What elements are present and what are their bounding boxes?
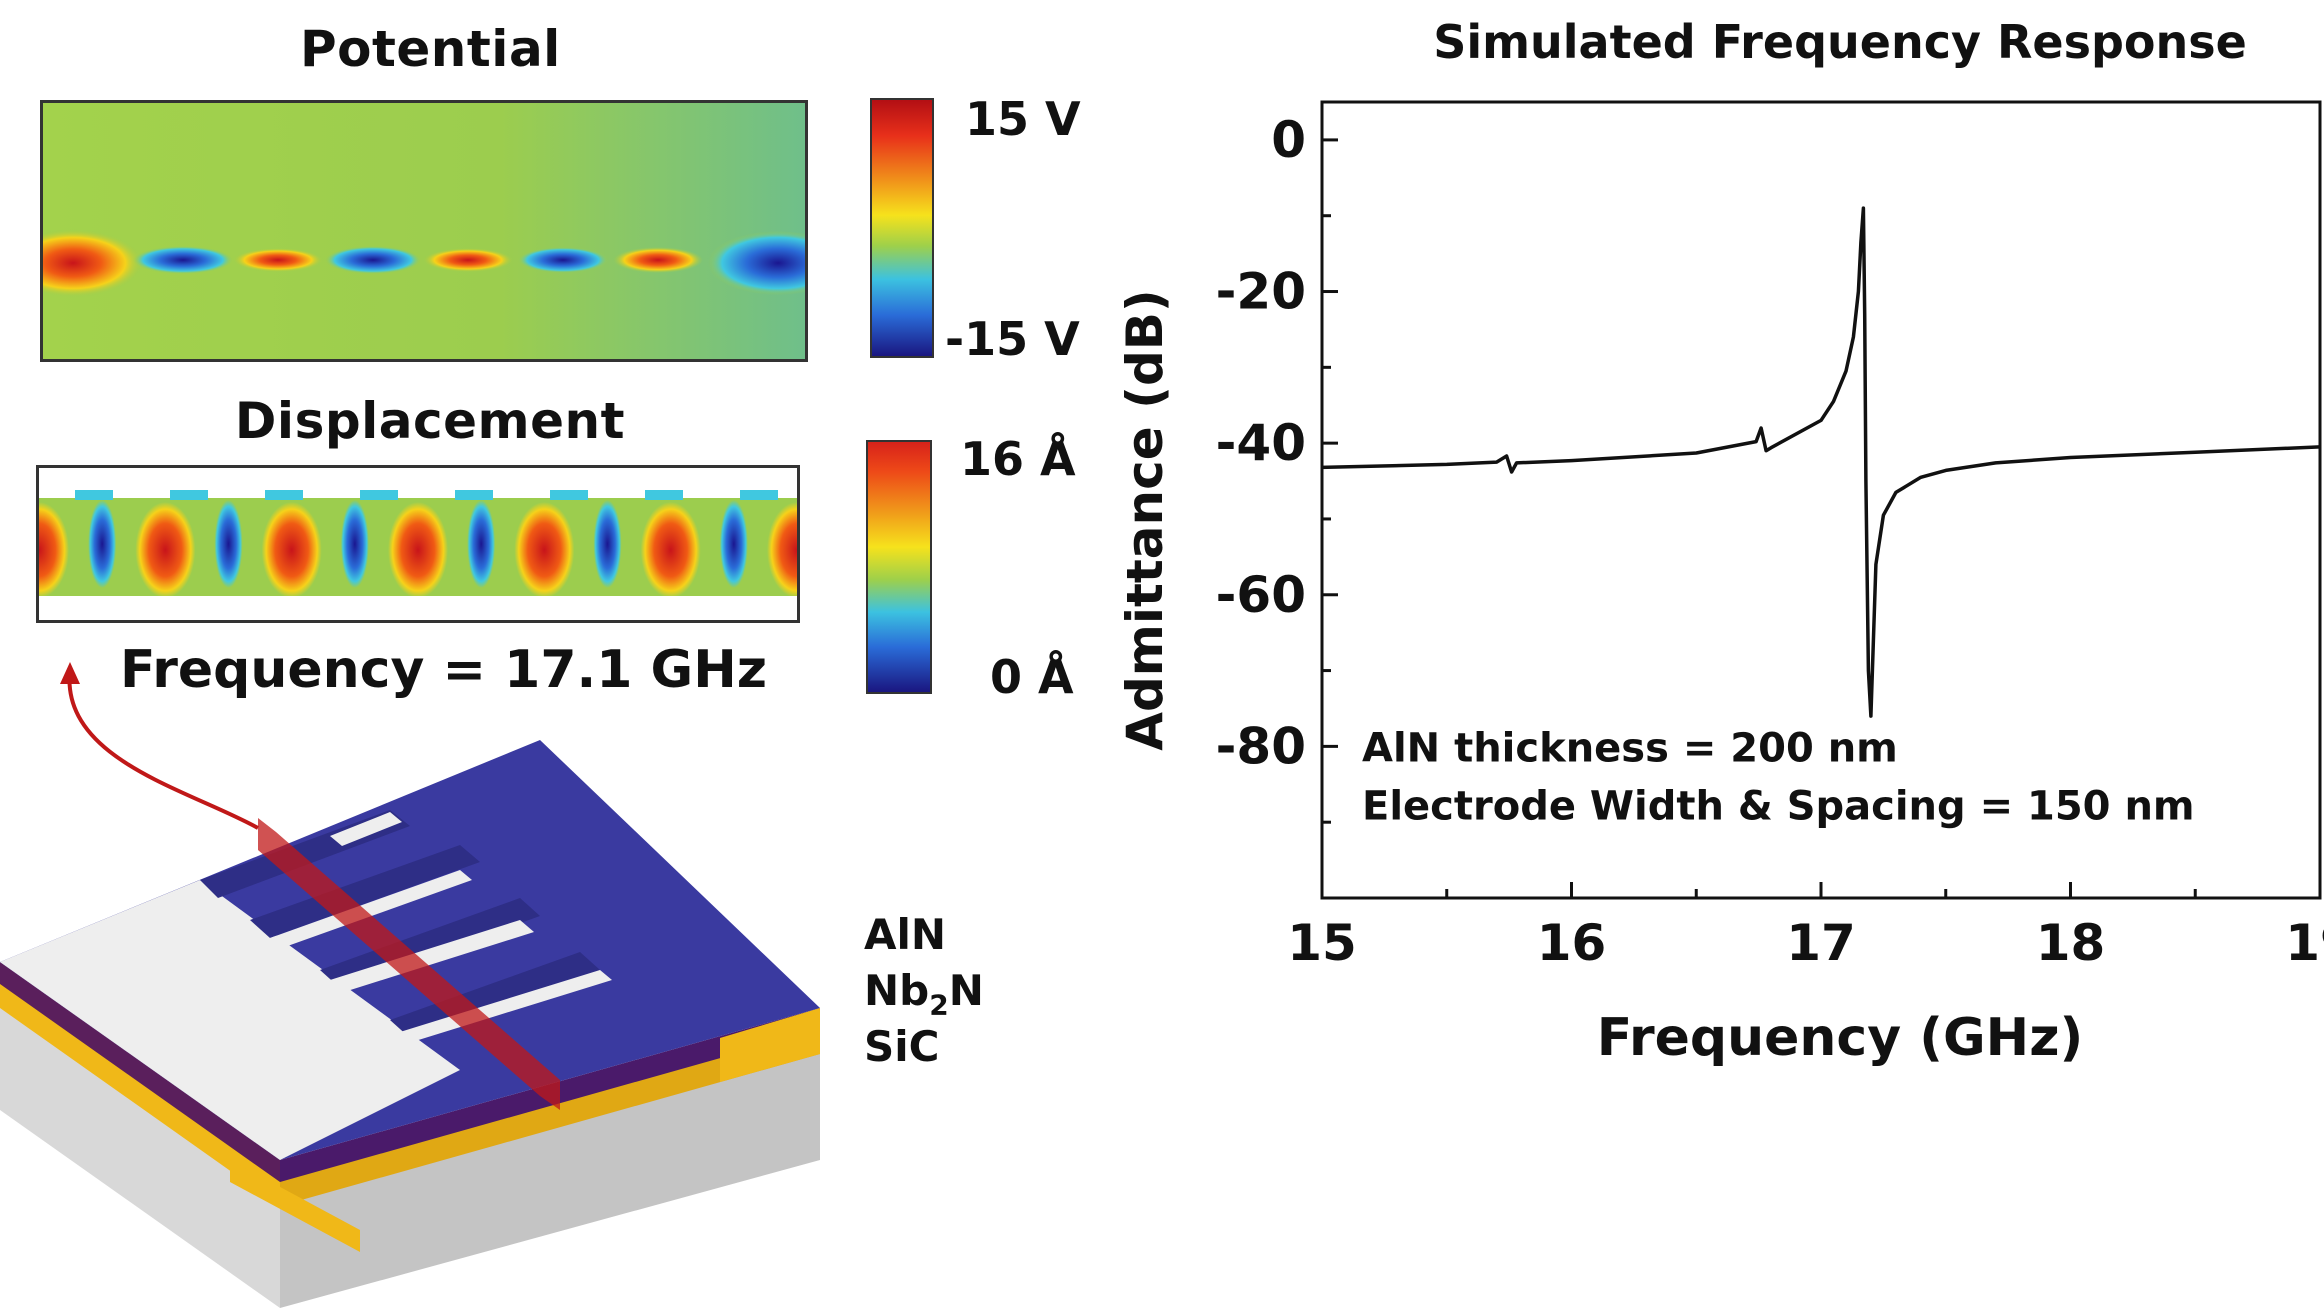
- displacement-lobe-low: [593, 500, 622, 588]
- plot-frame: [1320, 100, 2322, 900]
- y-tick-label: -60: [1216, 566, 1306, 624]
- displacement-lobe-high: [135, 502, 196, 598]
- sic-front-left-face: [0, 1005, 280, 1308]
- electrode-pad: [0, 880, 460, 1160]
- interdigital-electrodes: [200, 810, 612, 1042]
- displacement-lobe-low: [467, 500, 496, 588]
- electrode-cross-section: [75, 490, 113, 500]
- nb2n-right-strip: [280, 1028, 820, 1206]
- frequency-response-chart: Simulated Frequency Response 15 16 17 18 19 0…: [1116, 15, 2324, 1068]
- layer-label-nb2n-tail: N: [948, 966, 984, 1015]
- displacement-lobe-low: [214, 500, 243, 588]
- displacement-lobe-low: [719, 500, 748, 588]
- electrode-cross-section: [645, 490, 683, 500]
- electrode-cross-section: [265, 490, 303, 500]
- displacement-title: Displacement: [234, 392, 626, 450]
- x-tick-label: 17: [1786, 914, 1856, 972]
- x-tick-label: 16: [1537, 914, 1607, 972]
- chart-annotation: AlN thickness = 200 nm: [1362, 726, 1898, 772]
- layer-label-sic: SiC: [864, 1022, 940, 1071]
- chart-annotation: Electrode Width & Spacing = 150 nm: [1362, 784, 2195, 830]
- displacement-lobe-high: [640, 502, 701, 598]
- nb2n-left-end: [230, 1160, 360, 1252]
- layer-label-nb2n-base: Nb: [864, 966, 930, 1015]
- electrode-cross-section: [170, 490, 208, 500]
- layer-label-nb2n: Nb2N: [864, 966, 984, 1021]
- layer-label-aln: AlN: [864, 910, 947, 959]
- potential-colorbar-max: 15 V: [965, 92, 1081, 146]
- displacement-lobe-low: [88, 500, 117, 588]
- displacement-colorbar-max: 16 Å: [960, 432, 1076, 486]
- potential-colorbar-min: -15 V: [945, 312, 1080, 366]
- plot-area: 15 16 17 18 19 0 -20 -40 -60 -80 AlN thickness = 2…: [1216, 100, 2324, 972]
- potential-title: Potential: [300, 20, 561, 78]
- y-axis-label: Admittance (dB): [1116, 289, 1174, 750]
- y-tick-label: -20: [1216, 263, 1306, 321]
- displacement-colorbar-min: 0 Å: [990, 650, 1074, 704]
- sic-front-right-face: [280, 1050, 820, 1308]
- aln-left-strip: [0, 962, 280, 1182]
- displacement-colorbar: [866, 440, 932, 694]
- displacement-lobe-low: [340, 500, 369, 588]
- y-tick-label: 0: [1271, 111, 1306, 169]
- displacement-lobe-high: [767, 502, 797, 598]
- displacement-lobe-high: [39, 502, 69, 598]
- nb2n-right-end: [720, 1008, 820, 1082]
- electrode-cross-section: [455, 490, 493, 500]
- y-tick-label: -40: [1216, 414, 1306, 472]
- potential-field-image: [43, 103, 805, 359]
- layer-label-nb2n-sub: 2: [929, 988, 949, 1022]
- potential-colorbar: [870, 98, 934, 358]
- arrow-curve: [67, 669, 259, 830]
- displacement-field-image: [39, 490, 797, 620]
- arrow-head-icon: [60, 662, 80, 684]
- y-tick-label: -80: [1216, 717, 1306, 775]
- displacement-lobe-high: [514, 502, 575, 598]
- electrode-cross-section: [360, 490, 398, 500]
- displacement-lobe-high: [261, 502, 322, 598]
- displacement-field-map: [36, 465, 800, 623]
- potential-field-map: [40, 100, 808, 362]
- displacement-lobe-high: [388, 502, 448, 598]
- x-axis-label: Frequency (GHz): [1597, 1008, 2083, 1068]
- series-line: [1321, 206, 2321, 718]
- cut-plane: [258, 818, 560, 1110]
- frequency-label: Frequency = 17.1 GHz: [120, 640, 768, 700]
- x-tick-label: 15: [1287, 914, 1357, 972]
- electrode-cross-section: [740, 490, 778, 500]
- chart-title: Simulated Frequency Response: [1433, 15, 2247, 69]
- x-tick-label: 19: [2285, 914, 2324, 972]
- device-illustration: [0, 662, 820, 1308]
- nb2n-left-strip: [0, 982, 280, 1206]
- electrode-cross-section: [550, 490, 588, 500]
- x-tick-label: 18: [2036, 914, 2106, 972]
